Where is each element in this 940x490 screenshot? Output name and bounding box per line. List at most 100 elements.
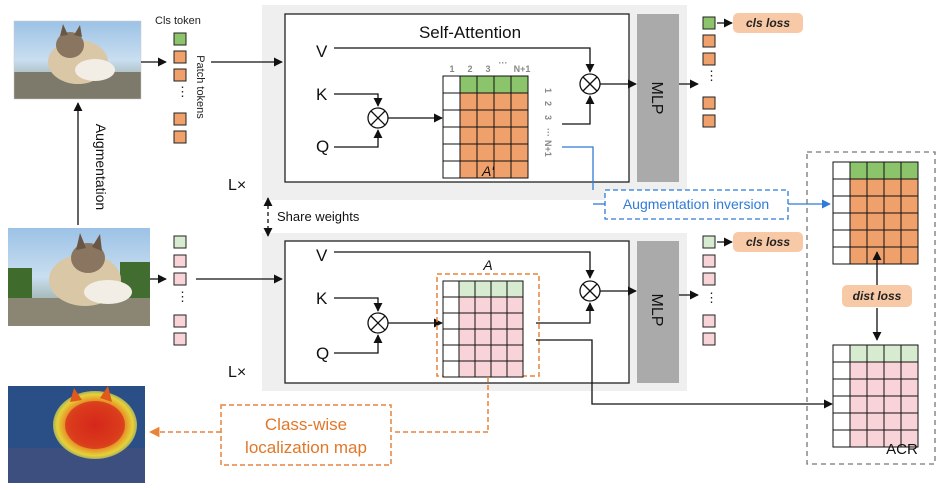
matrix-cell bbox=[476, 126, 495, 145]
bottom-input-dots: ⋮ bbox=[176, 289, 189, 304]
matrix-cell bbox=[490, 360, 508, 378]
matrix-cell bbox=[900, 178, 919, 197]
matrix-cell bbox=[832, 195, 851, 214]
matrix-cell bbox=[849, 195, 868, 214]
heatmap-image bbox=[8, 386, 145, 483]
acr-container bbox=[806, 151, 936, 465]
top-mlp-label: MLP bbox=[648, 82, 665, 115]
cls-token-label: Cls token bbox=[155, 15, 201, 27]
top-output-tokens bbox=[702, 16, 716, 128]
top-mlp-block bbox=[637, 14, 679, 182]
matrix-cell bbox=[442, 360, 460, 378]
bottom-k-label: K bbox=[316, 289, 328, 308]
bottom-output-tokens bbox=[702, 235, 716, 346]
top-col-2-label: 2 bbox=[467, 64, 472, 74]
matrix-cell bbox=[866, 429, 885, 448]
bottom-q-label: Q bbox=[316, 344, 329, 363]
matrix-cell bbox=[474, 280, 492, 298]
bottom-attention-matrix-a bbox=[442, 280, 524, 378]
matrix-cell bbox=[849, 429, 868, 448]
bottom-matrix-to-acr-arrow bbox=[536, 339, 833, 409]
matrix-cell bbox=[510, 75, 529, 94]
top-l-times-label: L× bbox=[228, 177, 246, 194]
matrix-cell bbox=[849, 212, 868, 231]
top-k-arrow bbox=[334, 93, 383, 107]
matrix-cell bbox=[883, 246, 902, 265]
matrix-cell bbox=[493, 143, 512, 162]
matrix-cell bbox=[883, 195, 902, 214]
matrix-cell bbox=[866, 195, 885, 214]
top-matrix-to-multiply-arrow bbox=[562, 95, 595, 125]
top-col-3-label: 3 bbox=[485, 64, 490, 74]
matrix-cell bbox=[506, 360, 524, 378]
localization-map-box bbox=[220, 404, 392, 466]
matrix-cell bbox=[490, 296, 508, 314]
matrix-cell bbox=[442, 143, 461, 162]
top-v-label: V bbox=[316, 42, 328, 61]
matrix-cell bbox=[459, 75, 478, 94]
matrix-cell bbox=[442, 75, 461, 94]
matrix-cell bbox=[442, 328, 460, 346]
a-prime-label: A′ bbox=[481, 163, 495, 179]
top-v-arrow bbox=[334, 47, 595, 73]
matrix-cell bbox=[442, 344, 460, 362]
matrix-cell bbox=[883, 161, 902, 180]
matrix-cell bbox=[883, 378, 902, 397]
matrix-cell bbox=[900, 429, 919, 448]
matrix-cell bbox=[866, 229, 885, 248]
matrix-cell bbox=[474, 296, 492, 314]
matrix-cell bbox=[474, 312, 492, 330]
matrix-cell bbox=[900, 412, 919, 431]
matrix-cell bbox=[459, 92, 478, 111]
top-col-n1-label: N+1 bbox=[514, 64, 531, 74]
matrix-cell bbox=[900, 246, 919, 265]
matrix-cell bbox=[900, 195, 919, 214]
matrix-cell bbox=[458, 344, 476, 362]
matrix-cell bbox=[476, 143, 495, 162]
dist-loss-label: dist loss bbox=[853, 289, 902, 303]
matrix-cell bbox=[490, 280, 508, 298]
matrix-cell bbox=[883, 344, 902, 363]
top-cls-loss-badge bbox=[733, 13, 803, 33]
matrix-cell bbox=[883, 361, 902, 380]
matrix-cell bbox=[459, 160, 478, 179]
matrix-cell bbox=[493, 109, 512, 128]
bottom-cat-image bbox=[8, 228, 150, 326]
matrix-cell bbox=[458, 312, 476, 330]
matrix-cell bbox=[832, 361, 851, 380]
matrix-cell bbox=[832, 178, 851, 197]
matrix-cell bbox=[832, 429, 851, 448]
matrix-cell bbox=[849, 161, 868, 180]
matrix-cell bbox=[849, 361, 868, 380]
matrix-cell bbox=[866, 361, 885, 380]
patch-tokens-label: Patch tokens bbox=[194, 55, 206, 119]
augmentation-inversion-box bbox=[604, 189, 789, 220]
top-row-dots-label: ··· bbox=[543, 128, 553, 137]
bottom-l-times-label: L× bbox=[228, 364, 246, 381]
matrix-cell bbox=[490, 312, 508, 330]
bottom-q-arrow bbox=[334, 334, 383, 354]
top-cat-image bbox=[13, 20, 142, 100]
matrix-cell bbox=[493, 75, 512, 94]
matrix-cell bbox=[900, 344, 919, 363]
bottom-v-label: V bbox=[316, 246, 328, 265]
matrix-cell bbox=[442, 126, 461, 145]
matrix-cell bbox=[442, 109, 461, 128]
matrix-cell bbox=[476, 92, 495, 111]
matrix-cell bbox=[900, 212, 919, 231]
matrix-cell bbox=[883, 412, 902, 431]
matrix-cell bbox=[900, 161, 919, 180]
top-row-1-label: 1 bbox=[543, 88, 553, 93]
matrix-cell bbox=[900, 378, 919, 397]
matrix-cell bbox=[510, 143, 529, 162]
class-wise-label: Class-wise bbox=[265, 415, 347, 434]
matrix-cell bbox=[506, 312, 524, 330]
top-output-dots: ⋮ bbox=[705, 68, 718, 83]
matrix-cell bbox=[866, 212, 885, 231]
matrix-cell bbox=[866, 178, 885, 197]
matrix-cell bbox=[493, 92, 512, 111]
bottom-cls-loss-badge bbox=[733, 232, 803, 252]
top-input-tokens bbox=[173, 32, 187, 144]
